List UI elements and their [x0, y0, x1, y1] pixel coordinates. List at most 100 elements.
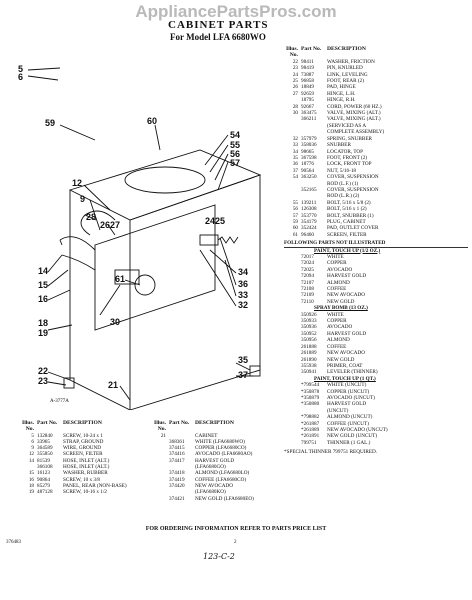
part-description: NEW AVOCADO: [327, 292, 365, 299]
parts-row: (LFA6680KO): [152, 489, 282, 495]
touchup-title: PAINT, TOUCH UP (1/2 OZ.): [314, 247, 381, 254]
part-description: PANEL, REAR (NON-BASE): [63, 482, 127, 489]
part-description: HOSE, INLET (ALT.): [63, 464, 110, 471]
header-illus: Illus. No.: [22, 420, 34, 433]
part-description: PIN, KNURLED: [327, 65, 363, 72]
illus-number: 57: [292, 212, 298, 219]
part-description: (SERVICED AS A: [327, 122, 367, 129]
illus-number: 28: [292, 103, 298, 110]
part-description: FOOT, FRONT (2): [327, 154, 368, 161]
part-description: HARVEST GOLD: [195, 457, 235, 464]
callout-5: 5: [18, 64, 23, 74]
part-number: 350926: [301, 311, 317, 318]
part-number: 98411: [301, 58, 314, 65]
part-number: 18849: [301, 84, 314, 91]
part-description: LOCATOR, TOP: [327, 148, 364, 155]
part-description: VALVE, MIXING (ALT.): [327, 116, 381, 123]
part-description: SCREW, 10-24 x 1: [63, 432, 103, 439]
callout-34: 34: [238, 267, 248, 277]
part-description: (UNCUT): [327, 407, 349, 414]
part-number: *261887: [301, 420, 320, 427]
illus-number: 55: [292, 199, 298, 206]
callout-18: 18: [38, 318, 48, 328]
part-description: PAD, OUTLET COVER: [327, 225, 379, 232]
part-description: COFFEE: [327, 343, 347, 350]
part-description: ALMOND (UNCUT): [327, 414, 373, 421]
part-number: 367598: [301, 154, 317, 161]
part-number: 72107: [301, 279, 314, 286]
part-number: 364589: [37, 445, 53, 452]
part-description: NUT, 5/16-18: [327, 167, 357, 174]
illus-number: 37: [292, 167, 298, 174]
illus-number: 34: [292, 148, 298, 155]
part-description: NEW AVOCADO (UNCUT): [327, 426, 388, 433]
special-note: *SPECIAL THINNER 799751 REQUIRED.: [284, 449, 378, 456]
illus-number: 25: [292, 78, 298, 85]
callout-16: 16: [38, 294, 48, 304]
parts-row: (UNCUT): [284, 408, 468, 414]
part-number: 33965: [37, 438, 50, 445]
illus-number: 18: [28, 482, 34, 489]
page-title: CABINET PARTS: [168, 19, 269, 31]
illus-number: [284, 369, 301, 375]
parts-row: (SERVICED AS A: [284, 123, 468, 129]
part-description: SCREW, 10-16 x 1/2: [63, 489, 107, 496]
inlet-hose-2: [61, 254, 96, 271]
illus-number: 12: [28, 451, 34, 458]
spray-title: SPRAY BOMB (13 OZ.): [314, 305, 368, 312]
callout-32: 32: [238, 300, 248, 310]
part-number: *350878: [301, 388, 320, 395]
illus-number: 16: [28, 476, 34, 483]
part-description: ALMOND (LFA6680LO): [195, 470, 250, 477]
part-number: 73887: [301, 71, 314, 78]
parts-row: ROD (L.F.) (1): [284, 181, 468, 187]
part-number: 363475: [301, 110, 317, 117]
header-desc: DESCRIPTION: [195, 420, 234, 426]
touchup-quart-title: PAINT, TOUCH UP (1 QT.): [314, 375, 376, 382]
part-number: 98419: [301, 65, 314, 72]
part-description: FOOT, REAR (2): [327, 78, 364, 85]
part-number: 261890: [301, 356, 317, 363]
part-description: BOLT, SNUBBER (1): [327, 212, 374, 219]
header-desc: DESCRIPTION: [63, 420, 102, 426]
part-description: THINNER (1 GAL.): [327, 439, 371, 446]
part-number: 18795: [301, 97, 314, 104]
part-description: ALMOND: [327, 337, 350, 344]
part-number: 350952: [301, 330, 317, 337]
figure-reference: A-3777A: [50, 399, 69, 404]
part-description: COFFEE: [327, 286, 347, 293]
part-number: *798882: [301, 414, 320, 421]
front-foot: [63, 377, 75, 389]
rear-panel: [94, 204, 216, 331]
part-number: 374421: [169, 495, 185, 502]
part-description: STRAP, GROUND: [63, 438, 104, 445]
illus-number: 56: [292, 206, 298, 213]
illus-number: 9: [31, 445, 34, 452]
part-description: COMPLETE ASSEMBLY): [327, 129, 385, 136]
callout-25: 25: [215, 216, 225, 226]
part-number: *799544: [301, 382, 320, 389]
part-number: 353770: [301, 212, 317, 219]
callout-59: 59: [45, 118, 55, 128]
callout-14: 14: [38, 266, 48, 276]
